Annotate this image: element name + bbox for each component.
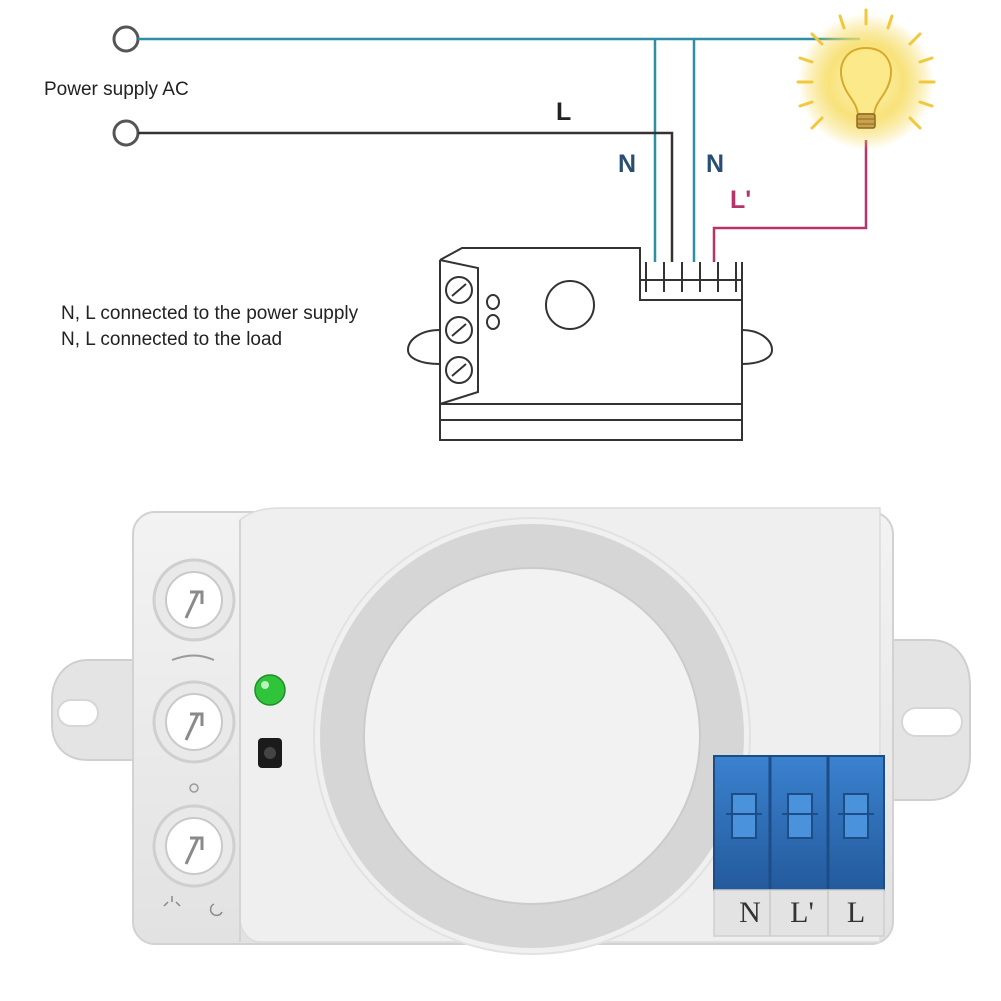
wire-label-l: L [556,98,572,126]
note-line-1: N, L connected to the power supply [61,303,359,324]
terminal-label-n: N [739,896,761,929]
terminal-label-l-prime: L' [790,896,814,929]
terminal-block [713,755,885,937]
wire-label-n-left: N [618,150,637,178]
light-sensor [258,738,282,768]
sensor-module-photo [51,507,971,955]
ac-terminal-top [112,25,140,53]
adjustment-knobs [152,558,236,917]
sensor-module-sketch [406,247,774,441]
neutral-wire [138,37,860,262]
indicator-led [254,674,286,706]
live-wire [138,131,674,262]
note-line-2: N, L connected to the load [61,329,283,350]
wire-label-l-prime: L' [730,186,752,214]
light-bulb-icon [796,8,936,150]
terminal-label-l: L [846,896,866,929]
power-supply-label: Power supply AC [44,79,189,100]
load-wire [712,140,868,262]
ac-terminal-bottom [112,119,140,147]
wire-label-n-right: N [706,150,725,178]
